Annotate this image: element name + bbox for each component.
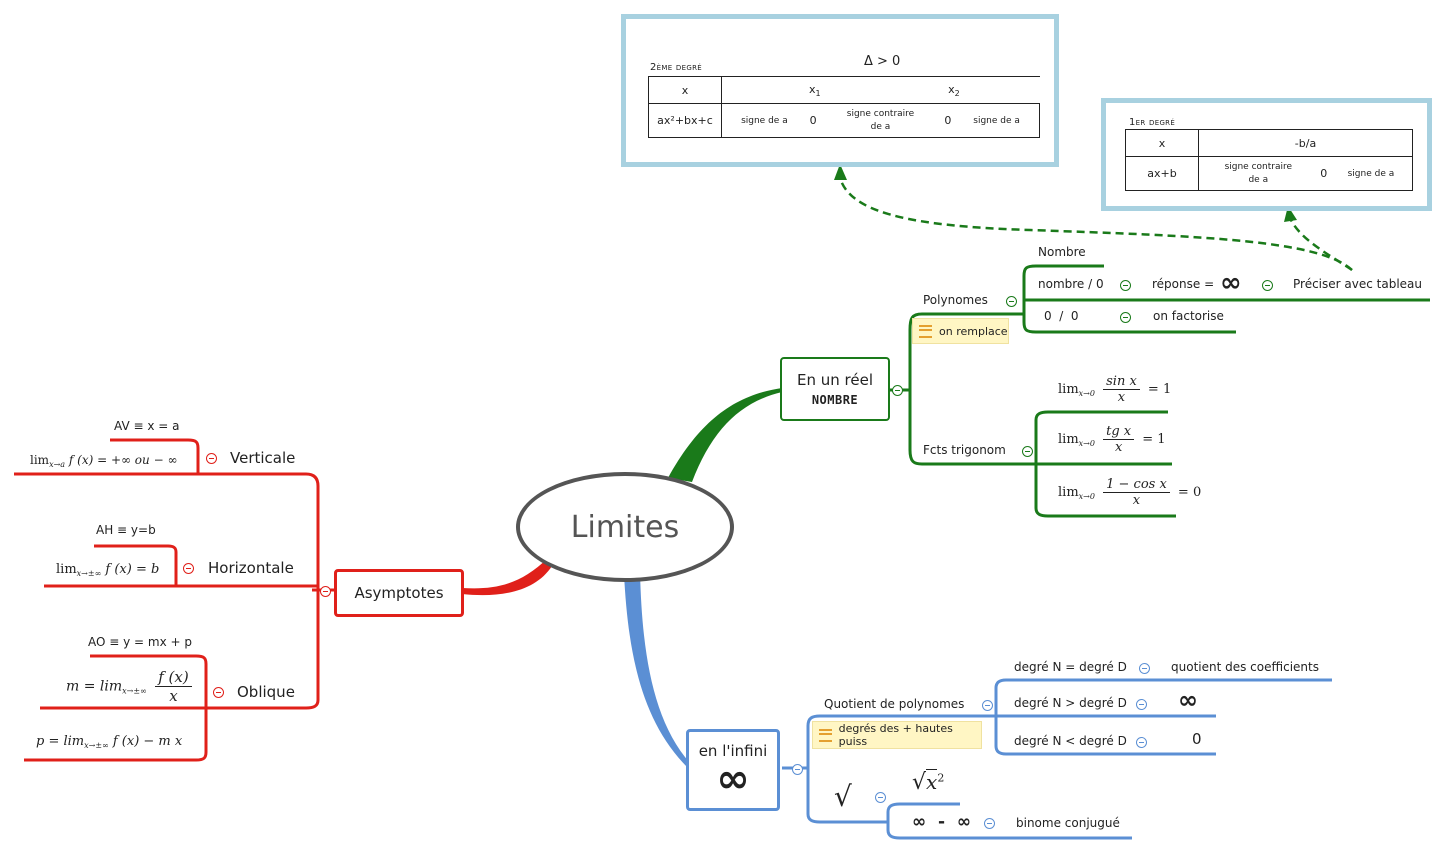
collapse-degre-inf-icon[interactable] xyxy=(1136,737,1147,748)
node-nombre[interactable]: Nombre xyxy=(1038,245,1086,259)
node-zero-value[interactable]: 0 xyxy=(1192,730,1202,748)
collapse-infini-icon[interactable] xyxy=(792,764,803,775)
node-zero-sur-zero[interactable]: 0 / 0 xyxy=(1044,309,1079,323)
red-branches xyxy=(14,438,334,762)
table2-header-poly: ax²+bx+c xyxy=(648,103,722,138)
table2-title: 2ème degré xyxy=(650,62,702,73)
eq-av: AV ≡ x = a xyxy=(114,419,180,433)
node-en-un-reel-subtitle: NOMBRE xyxy=(811,393,859,407)
collapse-zero-zero-icon[interactable] xyxy=(1120,312,1131,323)
green-branches xyxy=(888,264,1430,518)
dashed-arrows xyxy=(838,177,1353,272)
note-icon xyxy=(819,728,832,742)
node-polynomes[interactable]: Polynomes xyxy=(923,293,988,307)
node-degre-sup[interactable]: degré N > degré D xyxy=(1014,696,1127,710)
node-degre-egal[interactable]: degré N = degré D xyxy=(1014,660,1127,674)
note-degres-hautes-puiss: degrés des + hautes puiss xyxy=(812,721,982,749)
formula-oblique-m: m = limx→±∞ f (x)x xyxy=(66,668,196,705)
collapse-degre-egal-icon[interactable] xyxy=(1139,663,1150,674)
node-fcts-trigonom[interactable]: Fcts trigonom xyxy=(923,443,1006,457)
eq-ao: AO ≡ y = mx + p xyxy=(88,635,193,649)
node-preciser-tableau[interactable]: Préciser avec tableau xyxy=(1293,277,1422,291)
node-horizontale[interactable]: Horizontale xyxy=(208,559,294,577)
node-asymptotes-title: Asymptotes xyxy=(354,584,444,602)
collapse-verticale-icon[interactable] xyxy=(206,453,217,464)
node-reponse[interactable]: réponse = xyxy=(1152,277,1215,291)
formula-verticale: limx→a f (x) = +∞ ou − ∞ xyxy=(30,453,178,469)
collapse-asymptotes-icon[interactable] xyxy=(320,586,331,597)
collapse-polynomes-icon[interactable] xyxy=(1006,296,1017,307)
image-table-2eme-degre[interactable]: 2ème degré Δ > 0 x x1 x2 ax²+bx+c signe … xyxy=(621,14,1059,167)
table1-title: 1er degré xyxy=(1129,117,1176,128)
note-on-remplace: on remplace xyxy=(912,318,1009,344)
table2-row1-values: x1 x2 xyxy=(721,76,1040,104)
table2-delta: Δ > 0 xyxy=(864,54,901,69)
collapse-racine-icon[interactable] xyxy=(875,792,886,803)
infinity-icon: ∞ xyxy=(1220,268,1242,298)
node-asymptotes[interactable]: Asymptotes xyxy=(334,569,464,617)
node-on-factorise[interactable]: on factorise xyxy=(1153,309,1224,323)
node-degre-inf[interactable]: degré N < degré D xyxy=(1014,734,1127,748)
blue-branches xyxy=(782,678,1332,840)
collapse-oblique-icon[interactable] xyxy=(213,687,224,698)
branch-green-main xyxy=(668,388,782,482)
collapse-quotient-icon[interactable] xyxy=(982,700,993,711)
branch-blue-main xyxy=(624,572,690,768)
eq-ah: AH ≡ y=b xyxy=(96,523,156,537)
node-inf-minus-inf[interactable]: ∞ - ∞ xyxy=(912,812,972,832)
node-en-l-infini-title: en l'infini xyxy=(698,742,768,760)
node-quotient-polynomes[interactable]: Quotient de polynomes xyxy=(824,697,965,711)
node-en-l-infini[interactable]: en l'infini ∞ xyxy=(686,729,780,811)
formula-horizontale: limx→±∞ f (x) = b xyxy=(56,562,160,578)
node-binome-conjugue[interactable]: binome conjugué xyxy=(1016,816,1120,830)
formula-oblique-p: p = limx→±∞ f (x) − m x xyxy=(36,734,183,750)
formula-sqrt-x2: √x2 xyxy=(912,769,945,795)
collapse-nombre-zero-icon[interactable] xyxy=(1120,280,1131,291)
node-en-un-reel-title: En un réel xyxy=(797,371,873,389)
node-oblique[interactable]: Oblique xyxy=(237,683,295,701)
table2-grid: x x1 x2 ax²+bx+c signe de a 0 signe cont… xyxy=(648,76,1041,138)
infinity-large-icon: ∞ xyxy=(716,756,750,802)
collapse-trig-icon[interactable] xyxy=(1022,446,1033,457)
node-en-un-reel[interactable]: En un réel NOMBRE xyxy=(780,357,890,421)
note-icon xyxy=(919,324,932,338)
infinity-gt-icon: ∞ xyxy=(1178,686,1198,714)
collapse-horizontale-icon[interactable] xyxy=(183,563,194,574)
node-verticale[interactable]: Verticale xyxy=(230,449,296,467)
node-quotient-coefficients[interactable]: quotient des coefficients xyxy=(1171,660,1319,674)
central-node-limites[interactable]: Limites xyxy=(516,472,734,582)
central-title: Limites xyxy=(570,509,680,545)
collapse-degre-sup-icon[interactable] xyxy=(1136,699,1147,710)
branch-red-main xyxy=(462,558,552,596)
collapse-inf-minus-inf-icon[interactable] xyxy=(984,818,995,829)
table2-header-x: x xyxy=(648,76,722,104)
node-nombre-sur-zero[interactable]: nombre / 0 xyxy=(1038,277,1104,291)
collapse-reel-icon[interactable] xyxy=(892,385,903,396)
collapse-reponse-icon[interactable] xyxy=(1262,280,1273,291)
sqrt-icon: √ xyxy=(834,780,852,813)
